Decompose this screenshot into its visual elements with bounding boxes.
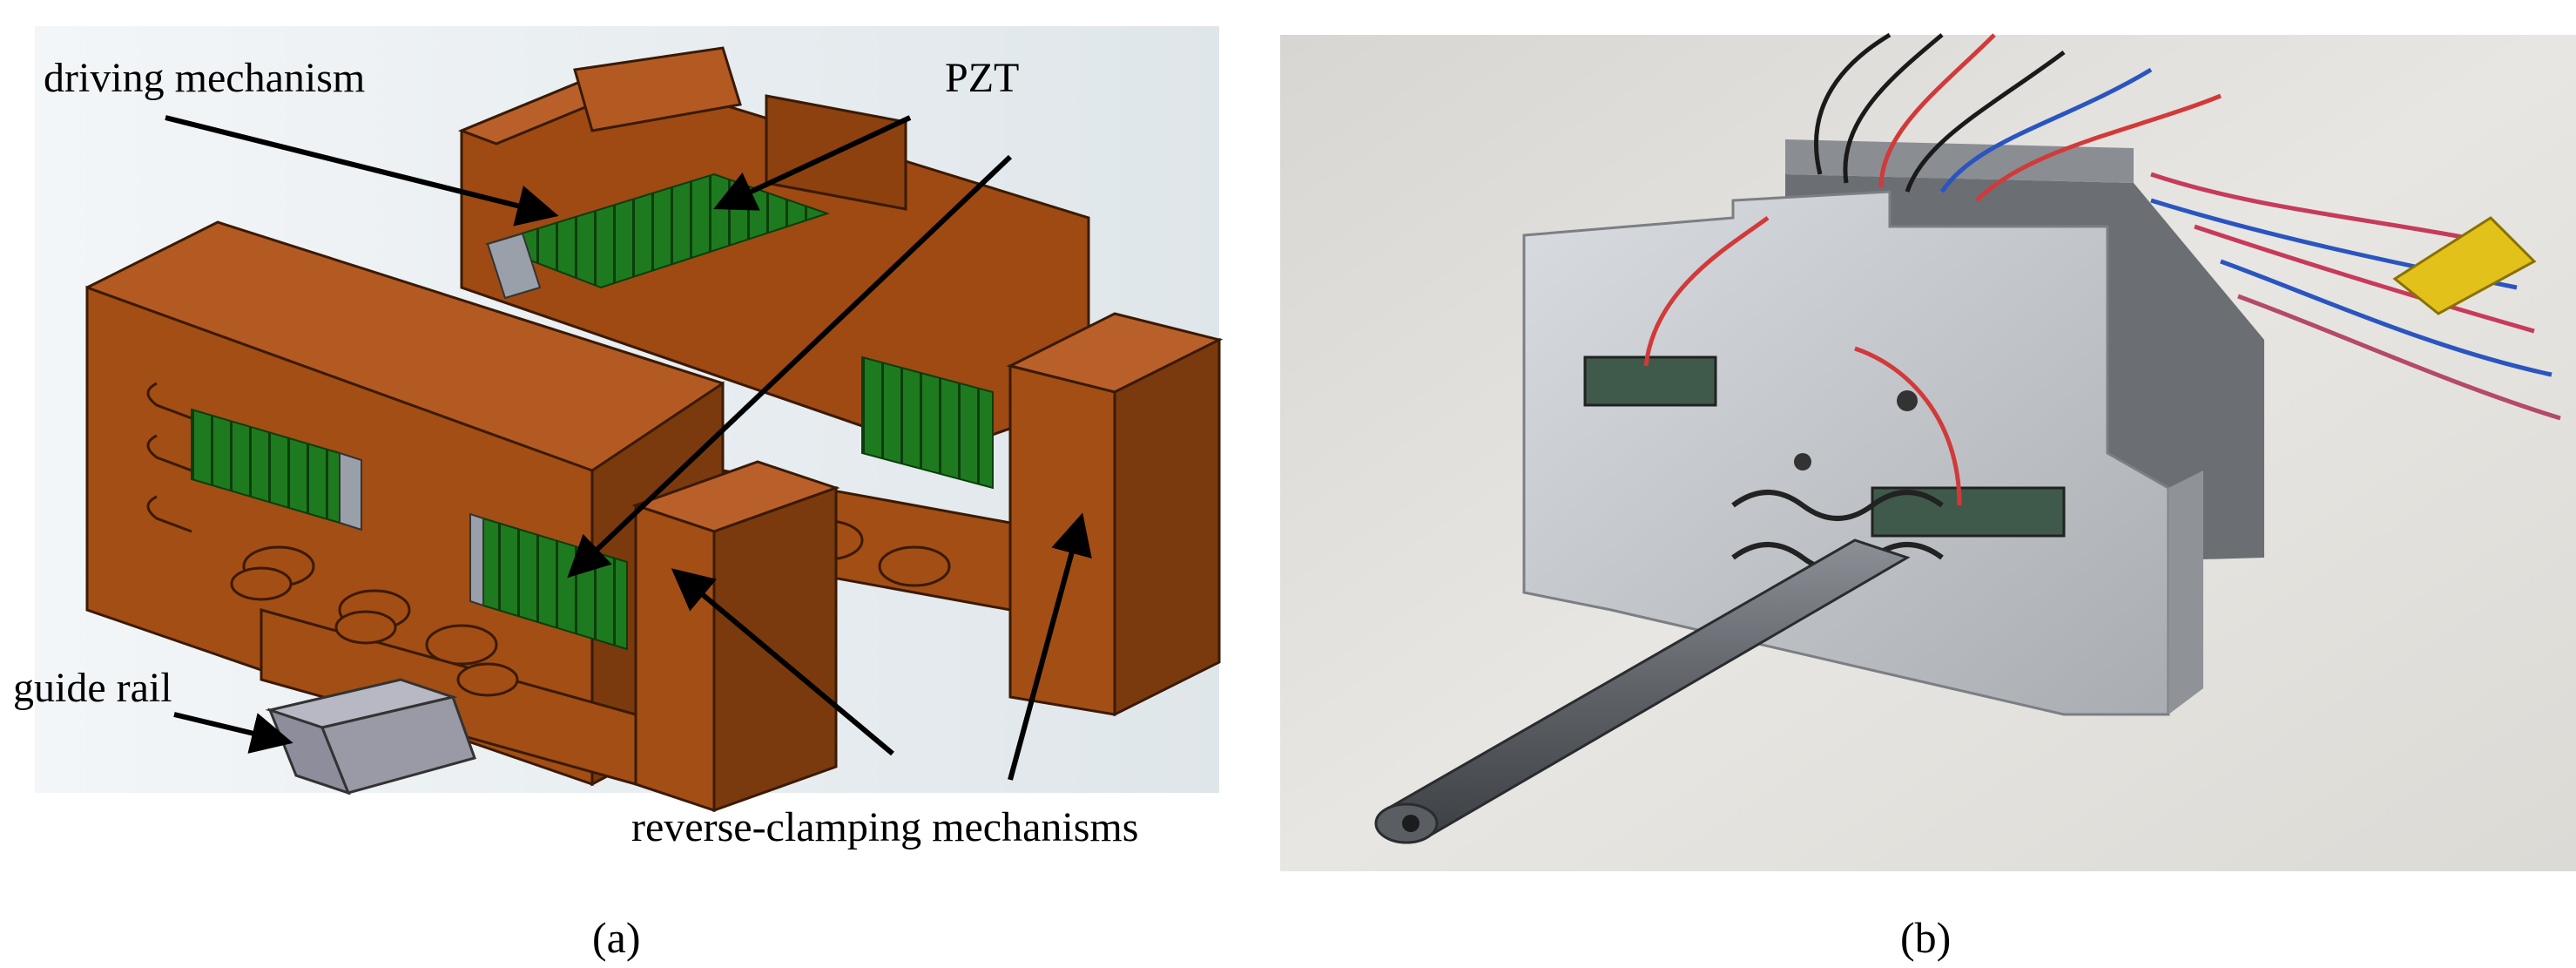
caption-b: (b) [1900,913,1951,962]
arrow-guide-rail [173,712,293,754]
panel-a-cad-rendering: driving mechanism PZT guide rail reverse… [0,0,1280,968]
label-pzt: PZT [945,55,1019,101]
caption-a: (a) [592,913,641,962]
arrow-driving-mechanism [165,115,559,227]
left-pzt [191,408,362,531]
label-guide-rail: guide rail [13,665,172,711]
arrow-pzt-center [567,154,1013,579]
label-driving-mechanism: driving mechanism [44,55,365,101]
front-aluminum-plate [1522,190,2203,716]
right-pzt [861,355,994,490]
front-right-block [631,460,840,813]
label-reverse-clamping: reverse-clamping mechanisms [631,804,1138,850]
yellow-clip [2392,216,2537,315]
cad-drawing: driving mechanism PZT guide rail reverse… [13,26,1224,962]
arrow-pzt-top [713,115,912,211]
guide-rail-rod [1374,538,1911,844]
panel-b-prototype-photo: (b) [1280,0,2576,968]
photo-drawing: (b) [1280,32,2576,962]
annotation-arrows [165,115,1092,781]
arrow-reverse-right [1008,512,1092,781]
wires [1643,32,2561,506]
arrow-reverse-left [671,568,894,756]
